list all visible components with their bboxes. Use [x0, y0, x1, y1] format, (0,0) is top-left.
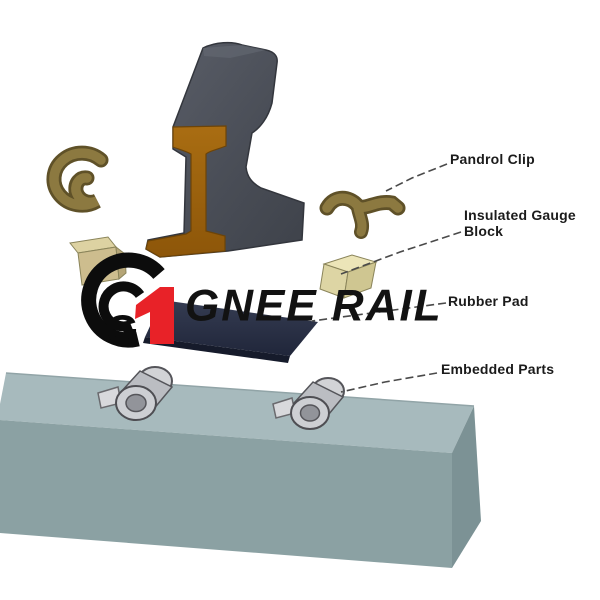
leader-pandrol-clip: [385, 163, 448, 192]
leader-rubber-pad: [311, 302, 447, 322]
label-embedded-parts: Embedded Parts: [441, 361, 555, 377]
shoulder-hub: [299, 404, 321, 422]
block-side: [343, 261, 377, 299]
label-insulated-gauge-line1: Insulated Gauge: [464, 207, 576, 223]
sleeper-edge: [5, 372, 475, 407]
label-rubber-pad: Rubber Pad: [448, 293, 529, 309]
pandrol-clip-left: [46, 145, 109, 213]
clip-leg-metal: [353, 203, 367, 237]
concrete-sleeper: [0, 372, 481, 568]
leader-insulated-gauge-block: [340, 231, 462, 275]
sleeper-side-face: [452, 406, 481, 568]
label-insulated-gauge-block: Insulated Gauge Block: [464, 207, 576, 239]
embedded-part-left: [97, 366, 174, 421]
brand-text: GNEE RAIL: [185, 280, 443, 331]
logo-inner-arc: [98, 281, 145, 332]
sleeper-front-face: [0, 420, 452, 568]
rail-top-highlight: [203, 45, 266, 58]
clip-metal: [49, 148, 106, 210]
leader-embedded-parts: [340, 372, 438, 393]
brand-logo: G: [81, 252, 174, 353]
rubber-pad: [143, 300, 318, 363]
logo-outer-arc: [81, 252, 165, 348]
rail: [145, 41, 305, 258]
gauge-block-right: [319, 254, 378, 299]
pad-edge: [143, 337, 290, 363]
rail-cross-section: [145, 125, 227, 258]
logo-red-one: [135, 287, 174, 344]
embedded-part-right: [272, 377, 345, 430]
shoulder-hub: [125, 393, 147, 413]
label-insulated-gauge-line2: Block: [464, 223, 504, 239]
brand-monogram: G: [106, 306, 139, 353]
label-pandrol-clip: Pandrol Clip: [450, 151, 535, 167]
rail-body: [145, 41, 305, 258]
pandrol-clip-right: [319, 190, 406, 239]
pad-top: [145, 300, 318, 356]
